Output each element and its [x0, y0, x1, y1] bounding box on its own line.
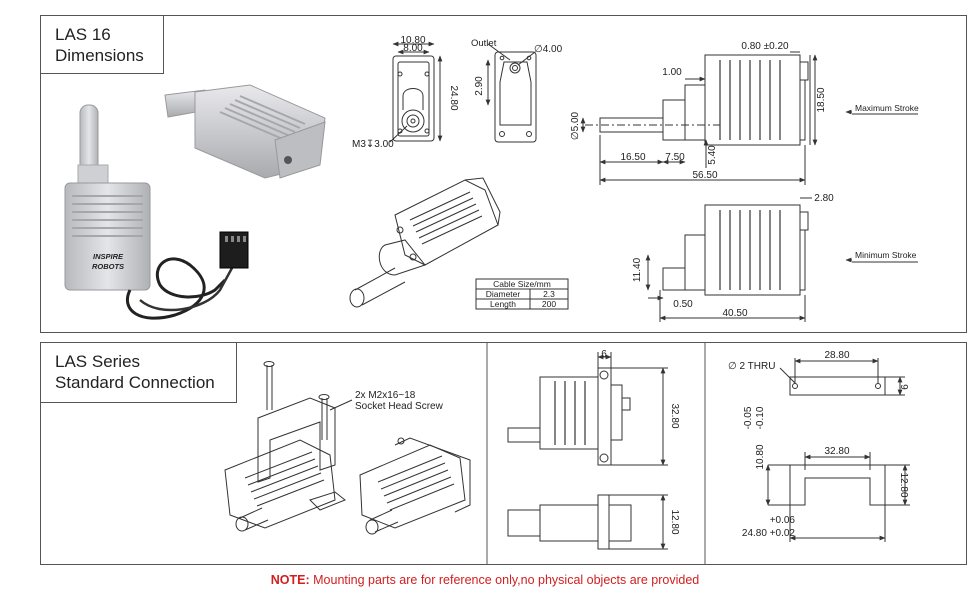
logo-text-line2: ROBOTS — [92, 262, 124, 271]
note-prefix: NOTE: — [270, 573, 310, 587]
min-stroke-drawing — [645, 197, 852, 322]
bracket-side-drawing — [507, 352, 668, 550]
mounted-actuator-drawing — [359, 437, 471, 535]
product-render-vertical: INSPIRE ROBOTS — [64, 104, 249, 320]
min-dim-top: 2.80 — [814, 193, 834, 204]
connection-title-line1: LAS Series — [55, 352, 141, 371]
logo-text-line1: INSPIRE — [93, 252, 124, 261]
max-stroke-drawing — [580, 51, 852, 185]
min-stroke-label: Minimum Stroke — [855, 250, 917, 260]
screw-label-line2: Socket Head Screw — [355, 401, 444, 412]
max-dim-gap: 7.50 — [665, 152, 685, 163]
mid-dim-height: 32.80 — [669, 403, 680, 428]
cable-size-table: Cable Size/mm Diameter 2.3 Length 200 — [475, 278, 569, 310]
cable-row-name: Diameter — [486, 289, 521, 299]
screw-label-line1: 2x M2x16~18 — [355, 390, 416, 401]
rear-outlet-label: Outlet — [471, 38, 497, 49]
mounting-assembly-drawing — [224, 361, 346, 532]
cable-row-name: Length — [490, 299, 516, 309]
cable-table-header: Cable Size/mm — [493, 279, 551, 289]
bracket-tol-left-1: -0.05 — [743, 406, 754, 429]
min-dim-height: 11.40 — [632, 257, 643, 282]
rear-dim-left: 2.90 — [474, 76, 485, 96]
rear-hole-label: ∅4.00 — [534, 44, 563, 55]
bracket-dim-left: 10.80 — [755, 444, 766, 469]
front-dim-top2: 8.00 — [403, 43, 423, 54]
dimensions-title-box: LAS 16 Dimensions — [41, 16, 164, 74]
product-render-horizontal — [164, 84, 326, 179]
iso-view-drawing — [349, 177, 501, 308]
dimensions-title-line1: LAS 16 — [55, 25, 111, 44]
rear-view-drawing — [485, 43, 537, 143]
bracket-dim-inner: 32.80 — [824, 446, 849, 457]
connection-title-line2: Standard Connection — [55, 373, 215, 392]
max-dim-shaft: 16.50 — [620, 152, 645, 163]
bracket-drawing — [765, 358, 910, 542]
front-thread-label: M3↧3.00 — [352, 139, 394, 150]
bracket-tol-bottom-2: 24.80 +0.02 — [742, 528, 796, 539]
max-dim-total: 56.50 — [692, 170, 717, 181]
front-view-drawing — [389, 41, 443, 143]
max-dim-offset: 1.00 — [662, 67, 682, 78]
screw-leader — [329, 399, 353, 411]
mid-dim-side: 12.80 — [669, 509, 680, 534]
cable-row-value: 200 — [542, 299, 556, 309]
max-dim-small: 5.40 — [707, 145, 718, 165]
cable-row-value: 2.3 — [543, 289, 555, 299]
max-dim-top: 0.80 ±0.20 — [741, 41, 789, 52]
min-dim-small: 0.50 — [673, 299, 693, 310]
max-dim-shaft-dia: ∅5.00 — [570, 111, 581, 140]
min-dim-total: 40.50 — [722, 308, 747, 319]
max-stroke-label: Maximum Stroke — [855, 103, 919, 113]
note-text: Mounting parts are for reference only,no… — [309, 573, 700, 587]
mid-dim-width: 6 — [601, 349, 607, 360]
bracket-dim-right: 12.80 — [898, 472, 909, 497]
bracket-hole-label: ∅ 2 THRU — [728, 361, 775, 372]
max-dim-height: 18.50 — [816, 87, 827, 112]
dimensions-title-line2: Dimensions — [55, 46, 144, 65]
bracket-dim-thick: 6 — [900, 384, 911, 390]
bracket-tol-bottom-1: +0.06 — [770, 515, 796, 526]
bracket-tol-left-2: -0.10 — [755, 406, 766, 429]
connection-title-box: LAS Series Standard Connection — [41, 343, 237, 403]
front-dim-height: 24.80 — [448, 85, 459, 110]
connection-panel: LAS Series Standard Connection — [40, 342, 967, 565]
bracket-dim-holes: 28.80 — [824, 350, 849, 361]
front-dim-top1: 10.80 — [400, 35, 425, 46]
reference-note: NOTE: Mounting parts are for reference o… — [0, 573, 970, 587]
